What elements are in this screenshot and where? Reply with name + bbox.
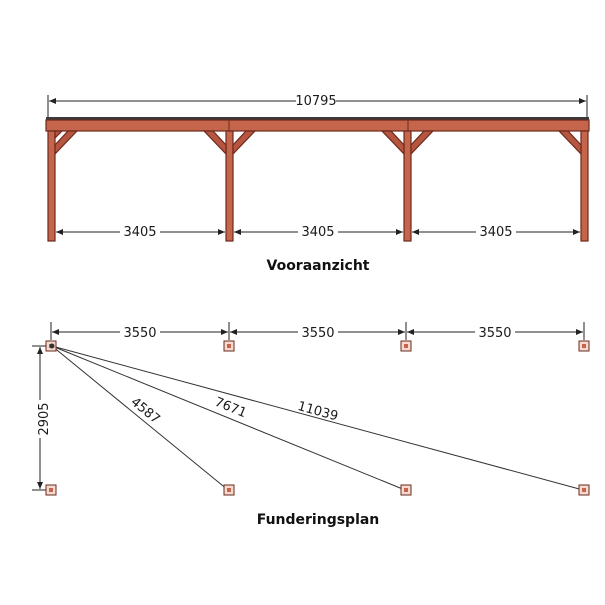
footing-1 — [45, 340, 57, 352]
spacing-3-label: 3550 — [478, 326, 511, 341]
front-view: 10795 — [45, 93, 590, 274]
braces — [54, 130, 582, 156]
diagonal-lines: 4587 7671 11039 — [51, 345, 584, 491]
bay-1-label: 3405 — [123, 225, 156, 240]
diagonal-2-label: 7671 — [212, 395, 248, 421]
foundation-plan: 3550 3550 3550 2905 4587 7671 11039 — [30, 322, 590, 528]
diagonal-3-label: 11039 — [296, 399, 340, 424]
spacing-1-label: 3550 — [123, 326, 156, 341]
front-view-caption: Vooraanzicht — [267, 258, 370, 274]
depth-dimension: 2905 — [30, 345, 52, 491]
posts — [47, 130, 589, 242]
spacing-2-label: 3550 — [301, 326, 334, 341]
footing-8 — [578, 484, 590, 496]
footing-4 — [578, 340, 590, 352]
footing-5 — [45, 484, 57, 496]
bay-dimensions: 3405 3405 3405 — [56, 224, 580, 240]
overall-width-dimension: 10795 — [47, 93, 588, 120]
post-4 — [580, 130, 589, 242]
footing-2 — [223, 340, 235, 352]
post-3 — [403, 130, 412, 242]
footing-7 — [400, 484, 412, 496]
bay-2-label: 3405 — [301, 225, 334, 240]
post-2 — [225, 130, 234, 242]
depth-label: 2905 — [37, 402, 52, 435]
bay-3-label: 3405 — [479, 225, 512, 240]
foundation-plan-caption: Funderingsplan — [257, 512, 380, 528]
overall-width-label: 10795 — [295, 94, 336, 109]
footings — [45, 340, 590, 496]
post-1 — [47, 130, 56, 242]
footing-3 — [400, 340, 412, 352]
footing-6 — [223, 484, 235, 496]
spacing-dimensions: 3550 3550 3550 — [50, 322, 585, 341]
roof-beam — [45, 117, 590, 132]
